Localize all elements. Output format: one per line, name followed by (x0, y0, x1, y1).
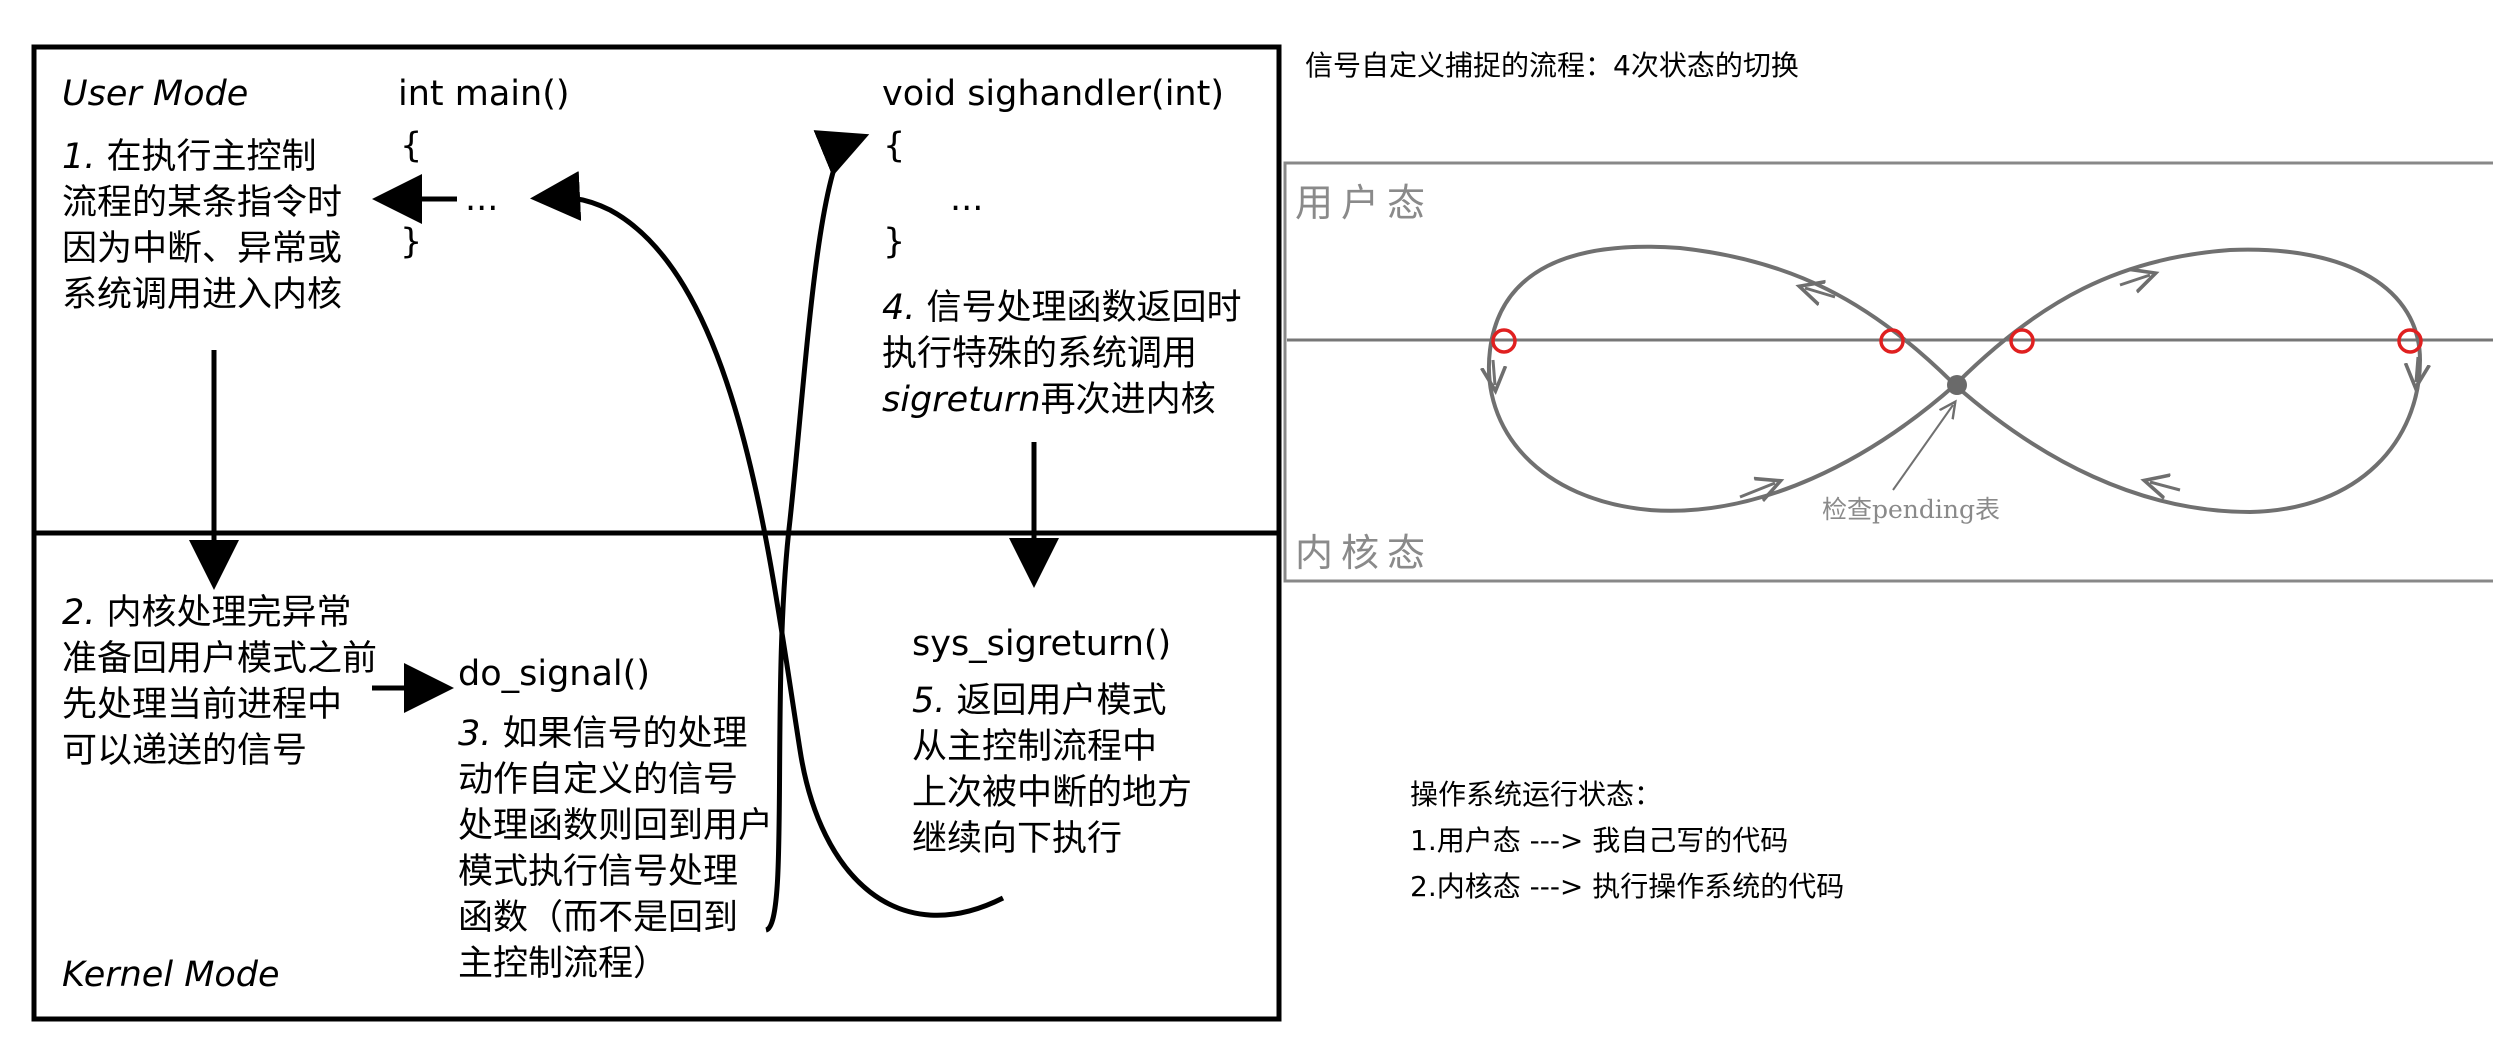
step3-text: 3. 如果信号的处理 动作自定义的信号 处理函数则回到用户 模式执行信号处理 函… (458, 711, 773, 987)
direction-arrow (1493, 359, 1495, 385)
step5-number: 5. (912, 681, 946, 721)
state-switch-marker (2397, 328, 2423, 354)
step2-text: 2. 内核处理完异常 准备回用户模式之前 先处理当前进程中 可以递送的信号 (62, 590, 377, 774)
step3-line: 如果信号的处理 (502, 714, 748, 754)
notes-heading: 操作系统运行状态： (1410, 778, 1663, 811)
step3-line: 处理函数则回到用户 (458, 806, 774, 846)
step3-line: 主控制流程） (458, 944, 669, 984)
os-states-notes: 操作系统运行状态： 1.用户态 ---> 我自己写的代码 2.内核态 ---> … (1410, 772, 1844, 910)
pending-check-pointer (1892, 405, 1953, 491)
step4-line: 执行特殊的系统调用 (882, 334, 1198, 374)
step1-line: 在执行主控制 (106, 137, 317, 177)
step2-line: 内核处理完异常 (106, 593, 352, 633)
handler-func-close-brace: } (883, 222, 906, 262)
step3-line: 动作自定义的信号 (458, 760, 739, 800)
pending-check-point (1947, 375, 1967, 395)
main-func-signature: int main() (398, 74, 570, 114)
step2-line: 可以递送的信号 (62, 731, 308, 771)
step1-number: 1. (62, 137, 96, 177)
step2-line: 准备回用户模式之前 (62, 639, 378, 679)
step1-text: 1. 在执行主控制 流程的某条指令时 因为中断、异常或 系统调用进入内核 (62, 134, 342, 318)
kernel-mode-label: Kernel Mode (62, 955, 280, 995)
arrow-sys-sigreturn-to-main (530, 171, 1005, 918)
state-switch-marker (1879, 328, 1905, 354)
user-mode-label: User Mode (62, 74, 249, 114)
step5-line: 继续向下执行 (912, 819, 1123, 859)
pending-check-label: 检查pending表 (1822, 495, 2001, 524)
step5-line: 返回用户模式 (956, 681, 1167, 721)
direction-arrow (2119, 275, 2150, 285)
kernel-state-label: 内核态 (1295, 531, 1434, 575)
do-signal-label: do_signal() (458, 654, 650, 694)
direction-arrow (1739, 483, 1775, 497)
step2-number: 2. (62, 593, 96, 633)
step4-tail: 再次进内核 (1040, 380, 1216, 420)
step1-line: 系统调用进入内核 (62, 275, 343, 315)
notes-item: 1.用户态 ---> 我自己写的代码 (1410, 824, 1789, 857)
step2-line: 先处理当前进程中 (62, 685, 343, 725)
state-switch-marker (1491, 328, 1517, 354)
handler-func-open-brace: { (883, 126, 906, 166)
step4-line: 信号处理函数返回时 (926, 288, 1242, 328)
main-func-open-brace: { (400, 126, 423, 166)
step5-line: 上次被中断的地方 (912, 773, 1193, 813)
state-switch-marker (2009, 328, 2035, 354)
state-diagram-title: 信号自定义捕捉的流程：4次状态的切换 (1305, 49, 1799, 82)
step3-line: 模式执行信号处理 (458, 852, 739, 892)
main-func-close-brace: } (400, 222, 423, 262)
step5-text: 5. 返回用户模式 从主控制流程中 上次被中断的地方 继续向下执行 (912, 678, 1192, 862)
step4-text: 4. 信号处理函数返回时 执行特殊的系统调用 sigreturn再次进内核 (882, 285, 1242, 423)
step3-line: 函数（而不是回到 (458, 898, 739, 938)
sys-sigreturn-label: sys_sigreturn() (912, 624, 1172, 664)
step1-line: 流程的某条指令时 (62, 183, 343, 223)
step4-number: 4. (882, 288, 916, 328)
handler-func-body: ... (950, 179, 984, 219)
step3-number: 3. (458, 714, 492, 754)
arrow-do-signal-to-sighandler (764, 130, 870, 933)
user-state-label: 用户态 (1295, 181, 1434, 225)
notes-item: 2.内核态 ---> 执行操作系统的代码 (1410, 870, 1845, 903)
direction-arrow (2416, 356, 2418, 382)
step5-line: 从主控制流程中 (912, 727, 1158, 767)
step1-line: 因为中断、异常或 (62, 229, 343, 269)
direction-arrow (2150, 482, 2181, 490)
direction-arrow (1805, 288, 1836, 297)
main-func-body: ... (465, 179, 499, 219)
handler-func-signature: void sighandler(int) (882, 74, 1224, 114)
step4-syscall: sigreturn (882, 380, 1041, 420)
